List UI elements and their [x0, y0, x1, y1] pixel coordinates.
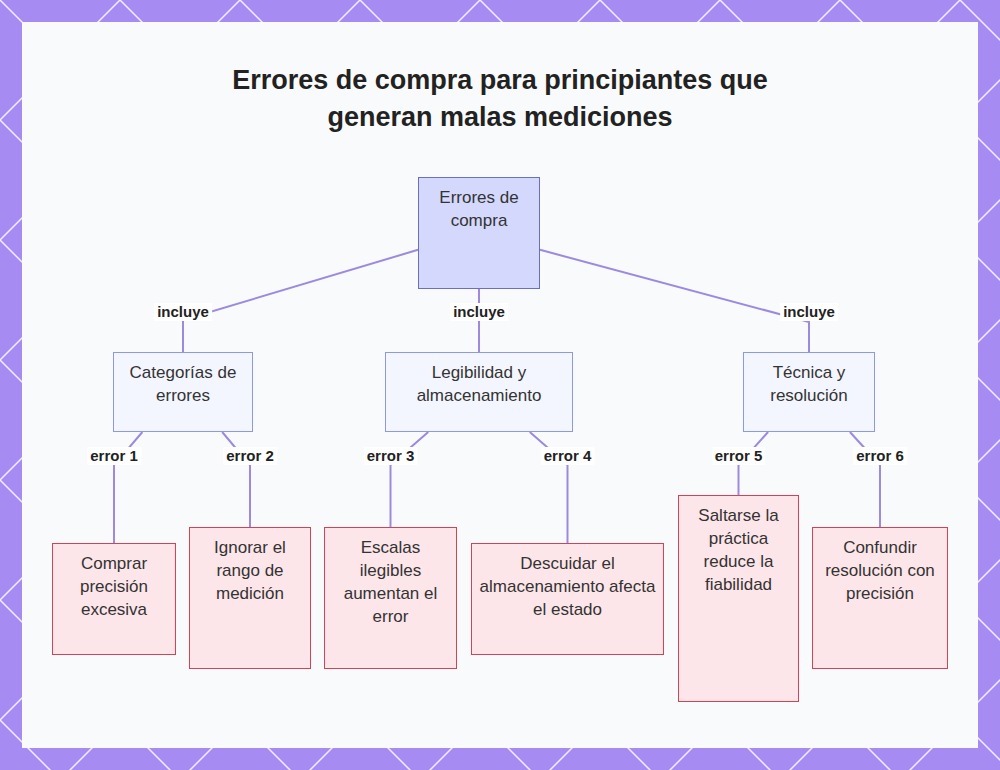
category-box: Categorías de errores	[113, 352, 253, 432]
node-text: Técnica y resolución	[750, 361, 868, 407]
connector-label: error 1	[87, 447, 141, 465]
connector-label: incluye	[780, 303, 838, 321]
node-text: Legibilidad y almacenamiento	[392, 361, 566, 407]
node-text: Confundir resolución con precisión	[819, 536, 941, 605]
panel-tint	[22, 22, 978, 748]
error-box: Escalas ilegibles aumentan el error	[324, 527, 457, 669]
connector-label: incluye	[450, 303, 508, 321]
connector-label: error 6	[853, 447, 907, 465]
error-box: Descuidar el almacenamiento afecta el es…	[471, 543, 664, 655]
category-box: Técnica y resolución	[743, 352, 875, 432]
connector-line	[183, 250, 418, 352]
category-box: Legibilidad y almacenamiento	[385, 352, 573, 432]
connector-label: incluye	[154, 303, 212, 321]
error-box: Confundir resolución con precisión	[812, 527, 948, 669]
root-box: Errores de compra	[418, 177, 540, 289]
connector-line	[540, 250, 809, 352]
node-text: Comprar precisión excesiva	[59, 552, 169, 621]
node-text: Descuidar el almacenamiento afecta el es…	[478, 552, 657, 621]
connector-label: error 3	[364, 447, 418, 465]
error-box: Comprar precisión excesiva	[52, 543, 176, 655]
node-text: Errores de compra	[425, 186, 533, 232]
node-text: Escalas ilegibles aumentan el error	[331, 536, 450, 628]
node-text: Ignorar el rango de medición	[196, 536, 304, 605]
node-text: Categorías de errores	[120, 361, 246, 407]
panel	[22, 22, 978, 748]
connector-label: error 5	[712, 447, 766, 465]
error-box: Saltarse la práctica reduce la fiabilida…	[678, 495, 799, 702]
error-box: Ignorar el rango de medición	[189, 527, 311, 669]
connector-label: error 4	[541, 447, 595, 465]
node-text: Saltarse la práctica reduce la fiabilida…	[685, 504, 792, 596]
diagram-title: Errores de compra para principiantes que…	[205, 62, 795, 136]
connector-label: error 2	[223, 447, 277, 465]
